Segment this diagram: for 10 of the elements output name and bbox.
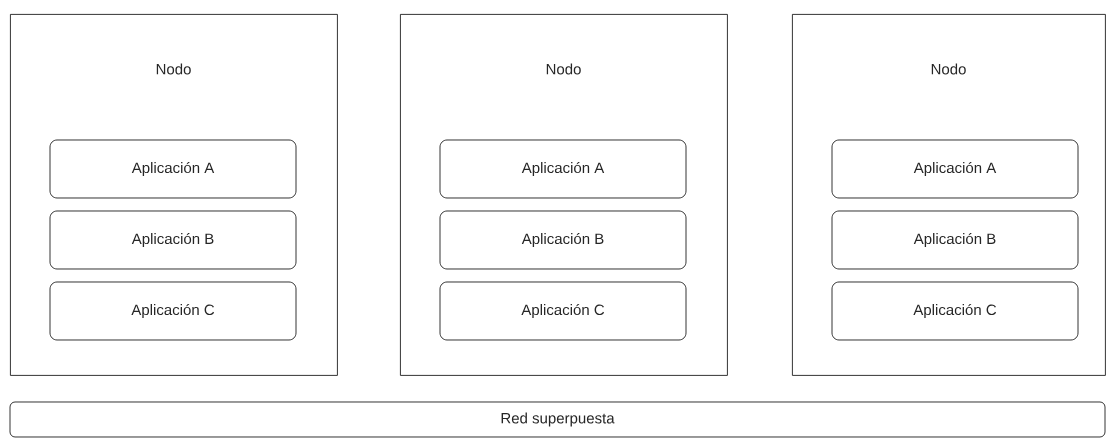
- application-box: Aplicación C: [831, 281, 1079, 341]
- application-box: Aplicación C: [49, 281, 297, 341]
- application-box: Aplicación A: [439, 139, 687, 199]
- application-box: Aplicación C: [439, 281, 687, 341]
- application-box: Aplicación B: [49, 210, 297, 270]
- application-box: Aplicación B: [439, 210, 687, 270]
- network-bar: Red superpuesta: [9, 401, 1106, 438]
- application-box: Aplicación B: [831, 210, 1079, 270]
- application-box: Aplicación A: [831, 139, 1079, 199]
- application-box: Aplicación A: [49, 139, 297, 199]
